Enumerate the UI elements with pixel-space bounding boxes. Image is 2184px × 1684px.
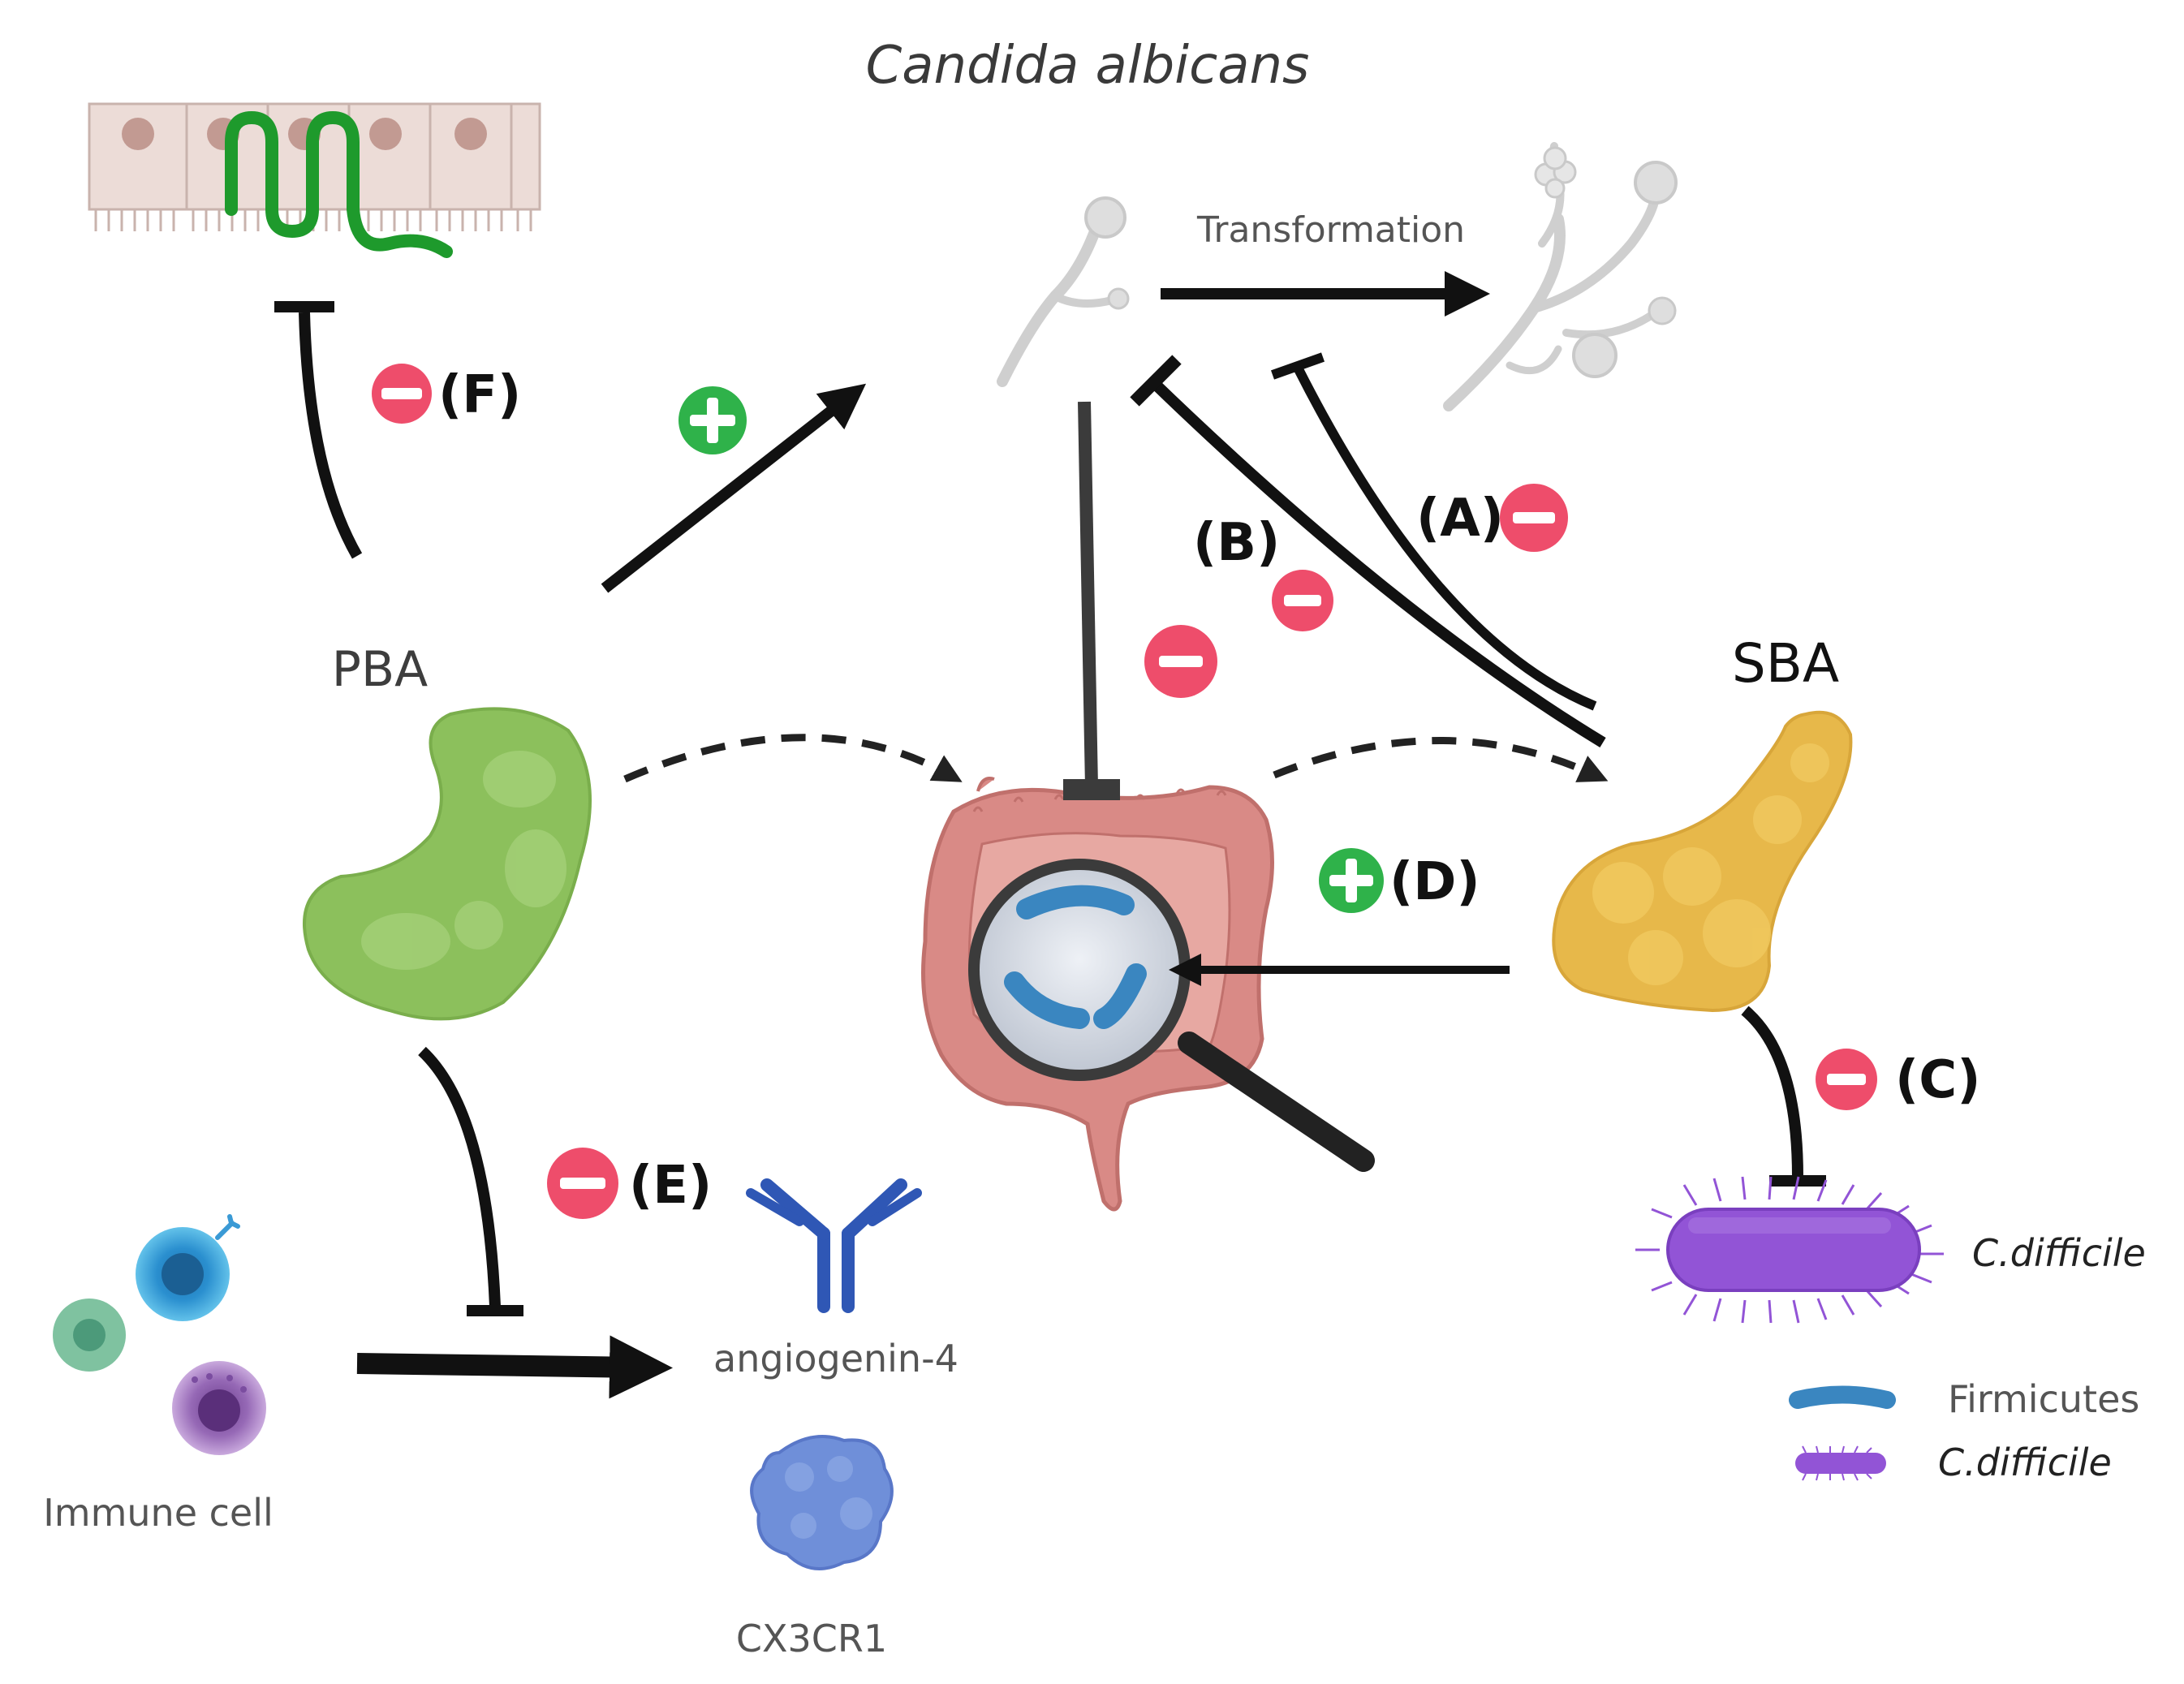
inhibit-badge-b — [1272, 570, 1333, 631]
marker-e: (E) — [629, 1156, 712, 1216]
intestinal-epithelium-icon — [88, 102, 541, 258]
immune-to-angiogenin-arrow — [356, 1335, 673, 1399]
angiogenin-label: angiogenin-4 — [713, 1337, 958, 1380]
legend-firmicutes-label: Firmicutes — [1948, 1377, 2139, 1421]
inhibition-bar — [1270, 352, 1325, 380]
magnifier-icon — [968, 859, 1375, 1172]
cdifficile-label: C.difficile — [1972, 1231, 2146, 1275]
antibody-icon — [746, 1178, 922, 1313]
inhibit-badge-a — [1500, 484, 1568, 552]
inhibit-badge-c — [1816, 1049, 1877, 1110]
marker-d: (D) — [1389, 852, 1480, 912]
candida-inhibits-intestine-line — [1078, 401, 1098, 788]
promote-badge-d — [1319, 848, 1384, 913]
immune-cells-icon — [53, 1214, 266, 1455]
firmicutes-bacterium-icon — [1093, 963, 1147, 1029]
pba-inhibits-immune-line — [418, 1046, 501, 1307]
pba-inhibits-epithelium-line — [299, 312, 363, 559]
inhibition-bar — [1063, 779, 1120, 800]
marker-b: (B) — [1193, 513, 1280, 573]
cx3cr1-label: CX3CR1 — [736, 1617, 887, 1660]
cdifficile-bacterium-icon — [1635, 1176, 1944, 1324]
sba-inhibits-candida-line-b — [1148, 377, 1606, 747]
legend-cdifficile-icon — [1795, 1445, 1886, 1481]
sba-inhibits-candida-line-a — [1294, 367, 1597, 711]
pba-texture — [361, 751, 566, 970]
sba-label: SBA — [1732, 632, 1839, 695]
title-candida-albicans: Candida albicans — [866, 36, 1310, 96]
firmicutes-bacterium-icon — [1016, 885, 1135, 920]
candida-yeast-icon — [997, 196, 1130, 387]
inhibit-badge-e — [547, 1148, 618, 1219]
marker-a: (A) — [1416, 489, 1504, 549]
sba-texture — [1592, 743, 1829, 985]
inhibit-badge-center — [1144, 625, 1217, 698]
inhibit-badge-f — [372, 364, 432, 424]
transformation-label: Transformation — [1196, 209, 1465, 251]
legend-cdifficile-label: C.difficile — [1938, 1441, 2112, 1484]
legend-firmicutes-icon — [1789, 1385, 1896, 1409]
intestine-to-sba-dashed-arrow — [1273, 737, 1609, 782]
inhibition-bar — [1130, 355, 1182, 407]
tight-junction-protein-icon — [225, 110, 453, 258]
candida-hyphae-icon — [1443, 142, 1678, 411]
firmicutes-bacterium-icon — [1004, 971, 1090, 1029]
pba-promotes-candida-arrow — [601, 383, 867, 593]
marker-f: (F) — [438, 365, 521, 425]
sba-inhibits-cdifficile-line — [1741, 1006, 1803, 1178]
immune-cell-label: Immune cell — [43, 1491, 274, 1535]
legend: Firmicutes C.difficile — [1789, 1377, 2139, 1484]
pba-to-intestine-dashed-arrow — [623, 734, 963, 783]
marker-c: (C) — [1895, 1050, 1980, 1110]
promote-badge-pba-candida — [678, 386, 747, 454]
pba-label: PBA — [332, 641, 428, 698]
cx3cr1-protein-icon — [750, 1435, 894, 1570]
